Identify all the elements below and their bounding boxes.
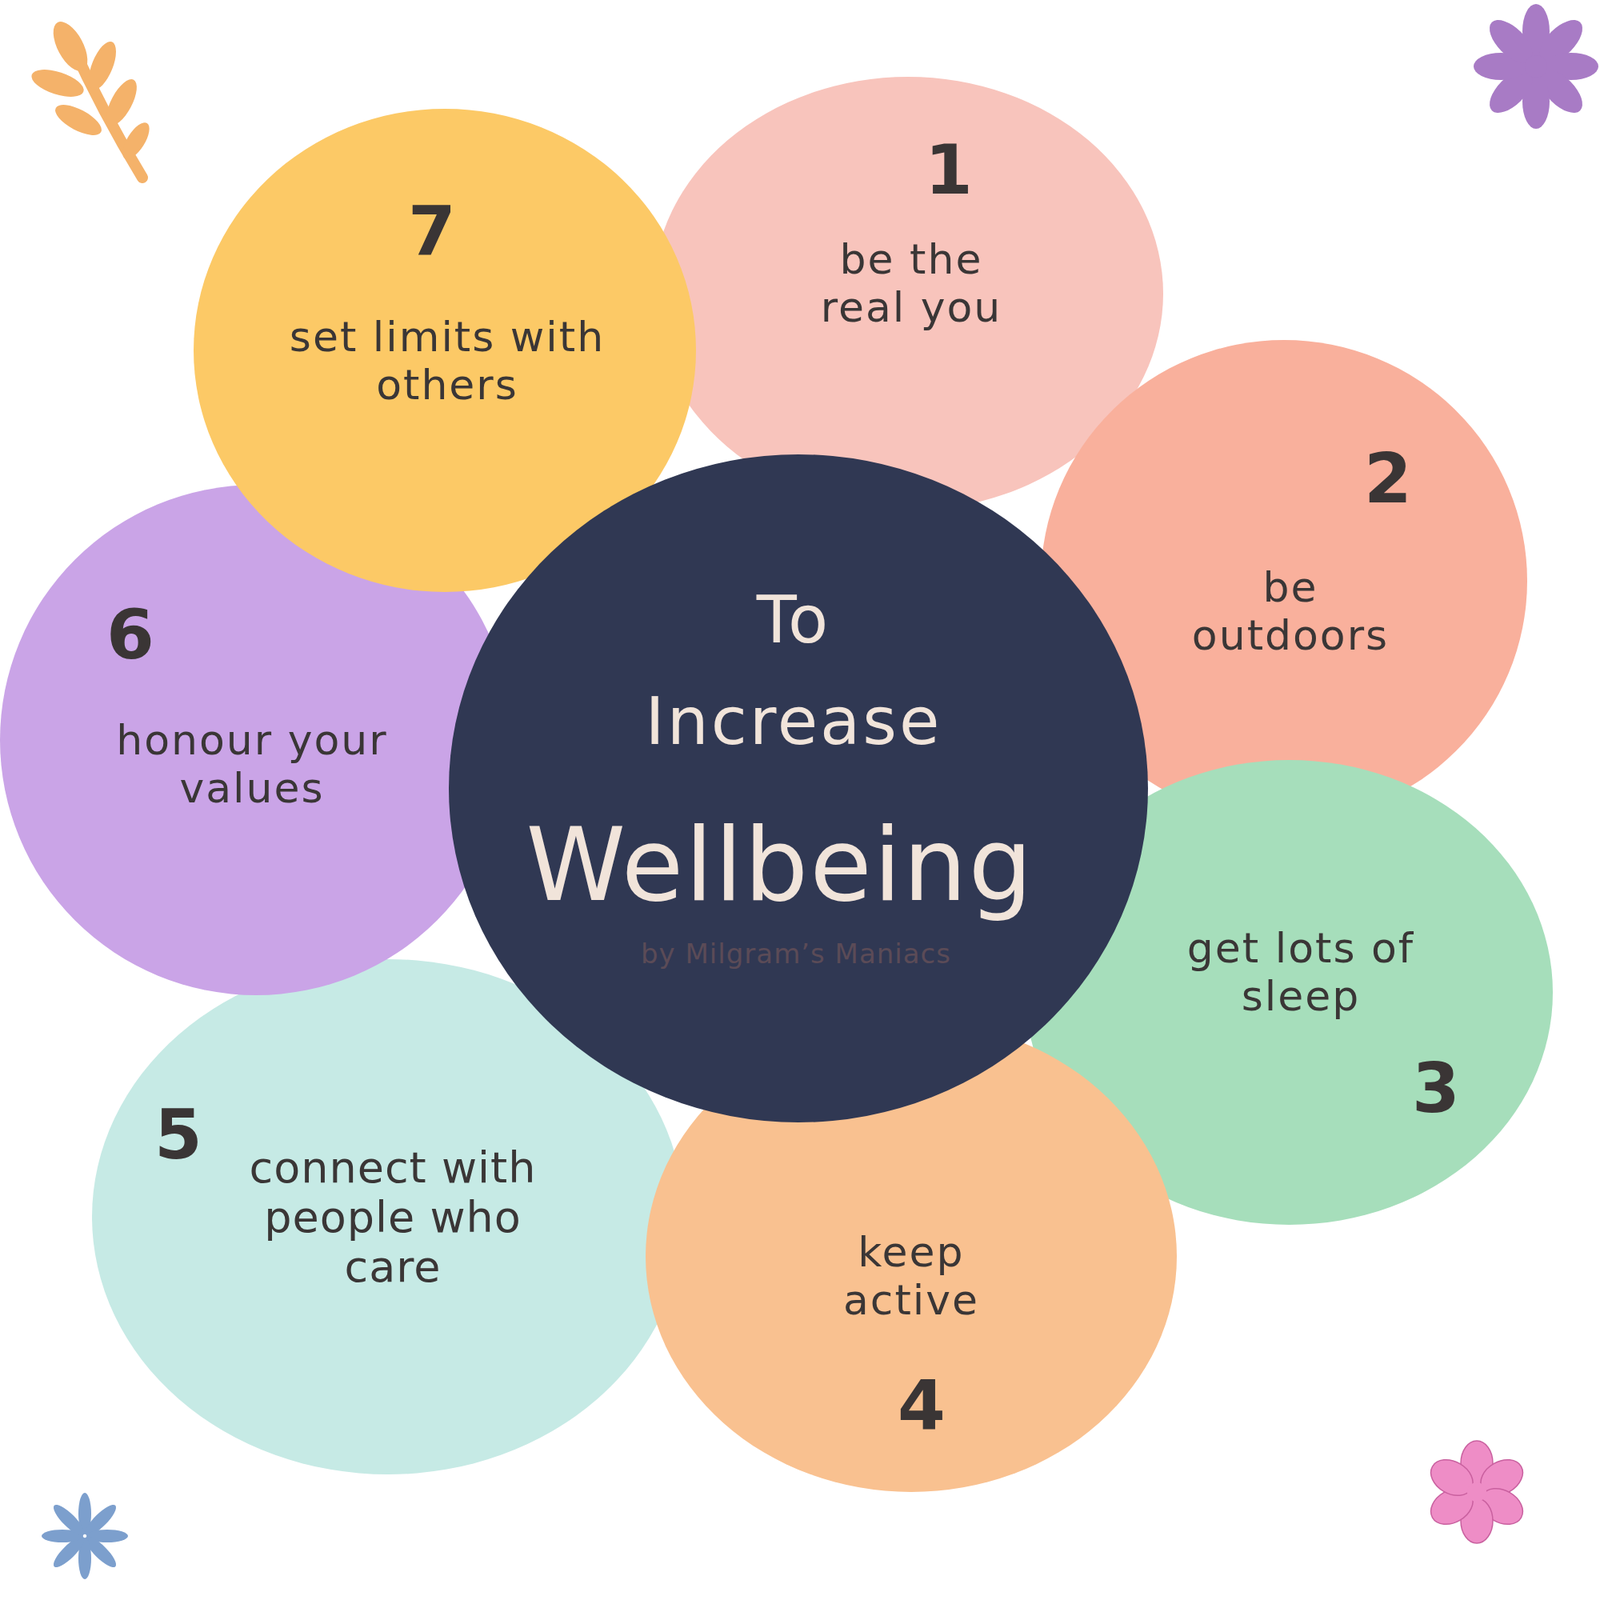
blob-fill — [1040, 340, 1528, 822]
center-circle: To IncreaseWellbeing — [448, 454, 1148, 1123]
text-holder: set limits with others — [287, 313, 608, 410]
center-title: Wellbeing — [525, 804, 1034, 926]
petal-label: be the real you — [791, 236, 1032, 332]
blob-fill — [448, 454, 1148, 1123]
flower-ornament — [1473, 4, 1599, 129]
pink-flower-ornament — [1424, 1440, 1530, 1544]
petal-label: be outdoors — [1170, 564, 1411, 660]
callout-number: 1 — [924, 133, 973, 206]
text-holder: 6 — [106, 598, 155, 671]
petal-label: keep active — [815, 1228, 1008, 1325]
text-holder: 1 — [924, 133, 973, 206]
callout-number: 3 — [1412, 1052, 1460, 1124]
text-holder: keep active — [815, 1228, 1008, 1325]
petal-label: honour your values — [92, 716, 412, 813]
callout-number: 2 — [1364, 442, 1412, 515]
text-holder: 3 — [1412, 1052, 1460, 1124]
callout-number: 5 — [154, 1098, 203, 1171]
text-holder: 2 — [1364, 442, 1412, 515]
text-holder: be the real you — [791, 236, 1032, 332]
callout-number: 4 — [897, 1368, 946, 1441]
blob-fill — [92, 959, 684, 1475]
text-holder: Wellbeing — [525, 804, 1034, 926]
callout-number: 7 — [408, 195, 456, 268]
text-holder: To Increase — [601, 568, 986, 772]
petal-label: get lots of sleep — [1140, 924, 1461, 1021]
blob-fill — [193, 108, 696, 592]
text-holder: 7 — [408, 195, 456, 268]
watermark: by Milgram’s Maniacs — [640, 937, 952, 971]
text-holder: get lots of sleep — [1140, 924, 1461, 1021]
petal-label: connect with people who care — [216, 1143, 569, 1292]
blob-fill — [645, 1020, 1177, 1492]
text-holder: be outdoors — [1170, 564, 1411, 660]
petal-label: set limits with others — [287, 313, 608, 410]
blob-shape — [448, 454, 1148, 1123]
text-holder: 5 — [154, 1098, 203, 1171]
text-holder: honour your values — [92, 716, 412, 813]
text-holder: connect with people who care — [216, 1143, 569, 1292]
center-heading: To Increase — [601, 568, 986, 772]
text-holder: 4 — [897, 1368, 946, 1441]
leaf-ornament — [28, 16, 155, 178]
text-holder: by Milgram’s Maniacs — [640, 937, 952, 971]
callout-number: 6 — [106, 598, 155, 671]
asterisk-ornament — [41, 1492, 128, 1580]
